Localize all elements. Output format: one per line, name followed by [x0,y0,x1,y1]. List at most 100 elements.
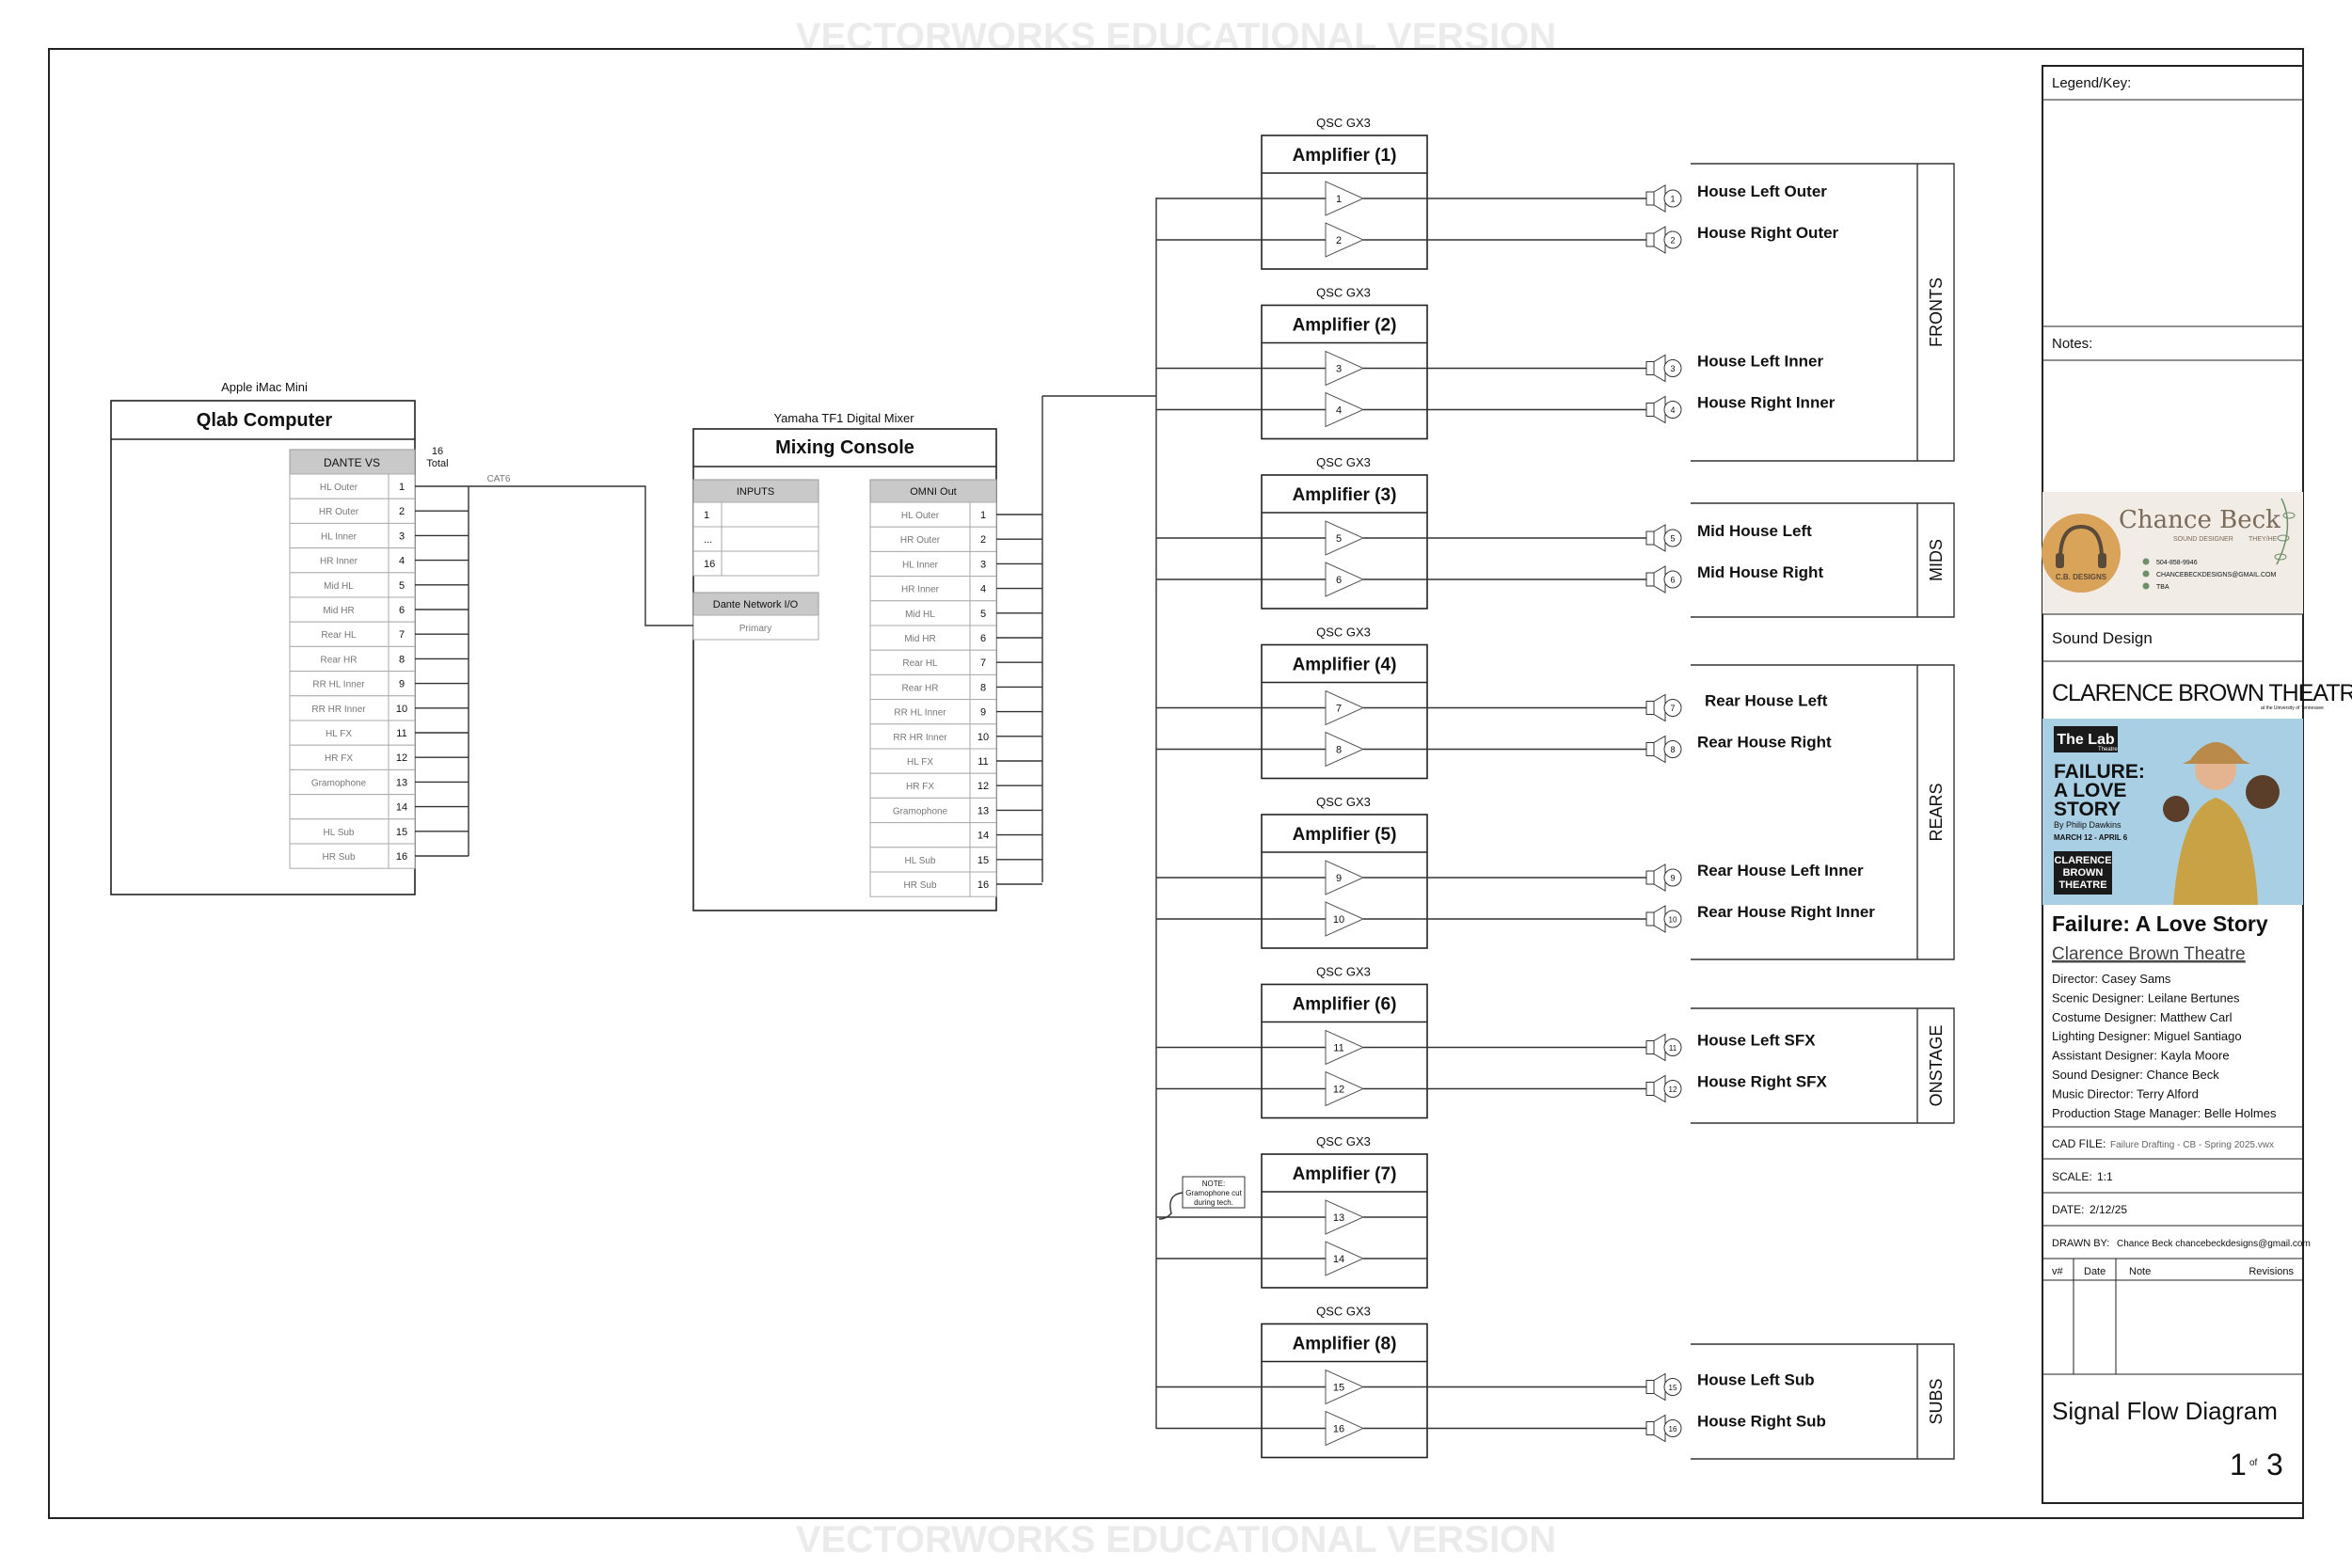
group-bracket [1691,163,1955,462]
credit-line: Costume Designer: Matthew Carl [2052,1010,2233,1024]
sheet-total: 3 [2266,1448,2283,1481]
rev-col-revisions: Revisions [2249,1266,2294,1277]
omni-channel-number: 9 [980,707,986,719]
qlab-channel-cell [289,473,389,499]
qlab-channel-num-cell [388,818,416,845]
speaker-icon [1645,572,1655,587]
qlab-channel-name: HR Outer [319,507,359,517]
omni-channel-number: 8 [980,682,986,693]
omni-channel-cell [869,576,971,602]
speaker-number-badge [1663,868,1682,887]
omni-channel-cell [869,526,971,552]
group-bracket [1691,1007,1955,1124]
poster-figure-hat [2183,742,2250,764]
group-subs: SUBS [1691,1343,1955,1460]
qlab-channel-cell [289,572,389,598]
speaker-name: House Right Inner [1697,394,1836,412]
speaker-number: 16 [1669,1425,1677,1433]
group-bracket [1691,502,1955,618]
amp-model-label: QSC GX3 [1316,1134,1371,1148]
inputs-header-label: INPUTS [737,486,774,498]
speaker-number: 6 [1670,576,1675,585]
note-line-3: during tech. [1194,1198,1233,1207]
amp-channel-number: 14 [1333,1254,1344,1265]
group-label: FRONTS [1927,277,1946,347]
qlab-channel-number: 2 [399,506,405,517]
qlab-channel-num-cell [388,596,416,623]
omni-channel-number: 12 [977,781,989,792]
amp-model-label: QSC GX3 [1316,626,1371,640]
group-label: MIDS [1927,539,1946,581]
qlab-channel-cell [289,645,389,673]
show-venue: Clarence Brown Theatre [2052,944,2246,964]
group-onstage: ONSTAGE [1691,1007,1955,1124]
omni-channel-number: 1 [980,510,986,521]
amp-channel-triangle-icon [1325,689,1365,726]
amp-model-label: QSC GX3 [1316,965,1371,979]
qlab-channel-number: 6 [399,605,405,616]
qlab-channel-name: HL Sub [324,828,355,838]
omni-channel-cell [869,649,971,675]
mixer-title: Mixing Console [775,437,914,458]
speaker-12: 12 House Right SFX [1427,1073,1828,1103]
speaker-number: 1 [1670,195,1675,204]
credit-line: Scenic Designer: Leilane Bertunes [2052,990,2240,1005]
logo-designer-name: Chance Beck [2119,506,2280,534]
speaker-number: 12 [1669,1085,1677,1094]
speaker-number: 5 [1670,534,1675,544]
speaker-name: House Left Sub [1697,1371,1815,1389]
speaker-icon [1645,531,1655,546]
omni-channel-name: RR HR Inner [893,733,947,743]
qlab-channel-name: Mid HL [324,581,354,592]
poster-theatre-logo-box [2054,851,2112,895]
amp-model-label: QSC GX3 [1316,455,1371,469]
poster-clock-left [2163,796,2189,822]
qlab-channel-number: 9 [399,679,405,690]
omni-channel-name: Rear HR [902,683,939,693]
note-leader [1158,1192,1184,1220]
sheet-title: Signal Flow Diagram [2052,1397,2278,1425]
credit-line: Director: Casey Sams [2052,972,2171,986]
speaker-icon [1645,403,1655,417]
omni-channel-cell [869,699,971,725]
amp-title: Amplifier (8) [1293,1335,1397,1354]
amp-channel-number: 4 [1336,405,1342,417]
poster-dates: MARCH 12 - APRIL 6 [2054,833,2128,842]
date-label: DATE: [2052,1203,2084,1216]
dante-io-header [692,592,819,616]
speaker-number: 4 [1670,405,1675,415]
speaker-number: 8 [1670,745,1675,754]
speaker-name: House Right SFX [1697,1073,1828,1091]
speaker-name: House Right Outer [1697,224,1839,242]
amp-channel-triangle-icon [1325,731,1365,768]
omni-channel-cell [869,822,971,848]
qlab-channel-cell [289,843,389,869]
logo-email: CHANCEBECKDESIGNS@GMAIL.COM [2156,572,2276,578]
omni-channel-num-cell [969,600,997,626]
speaker-number: 15 [1669,1384,1677,1392]
qlab-channel-number: 1 [399,482,405,493]
qlab-channel-number: 3 [399,531,405,542]
omni-channel-num-cell [969,699,997,725]
qlab-channel-cell [289,596,389,623]
omni-channel-number: 6 [980,633,986,644]
amp-channel-triangle-icon [1325,520,1365,556]
omni-channel-number: 5 [980,609,986,620]
qlab-channel-num-cell [388,645,416,673]
omni-channel-num-cell [969,723,997,750]
credit-line: Production Stage Manager: Belle Holmes [2052,1106,2277,1120]
qlab-channel-name: Gramophone [311,778,367,788]
omni-channel-num-cell [969,871,997,897]
cad-value: Failure Drafting - CB - Spring 2025.vwx [2110,1140,2274,1150]
speaker-number: 11 [1669,1044,1677,1053]
amp-channel-number: 6 [1336,575,1342,586]
leaf-icon [2276,498,2289,565]
omni-channel-cell [869,550,971,578]
qlab-channel-name: HL FX [326,729,352,739]
discipline-label: Sound Design [2052,629,2153,647]
